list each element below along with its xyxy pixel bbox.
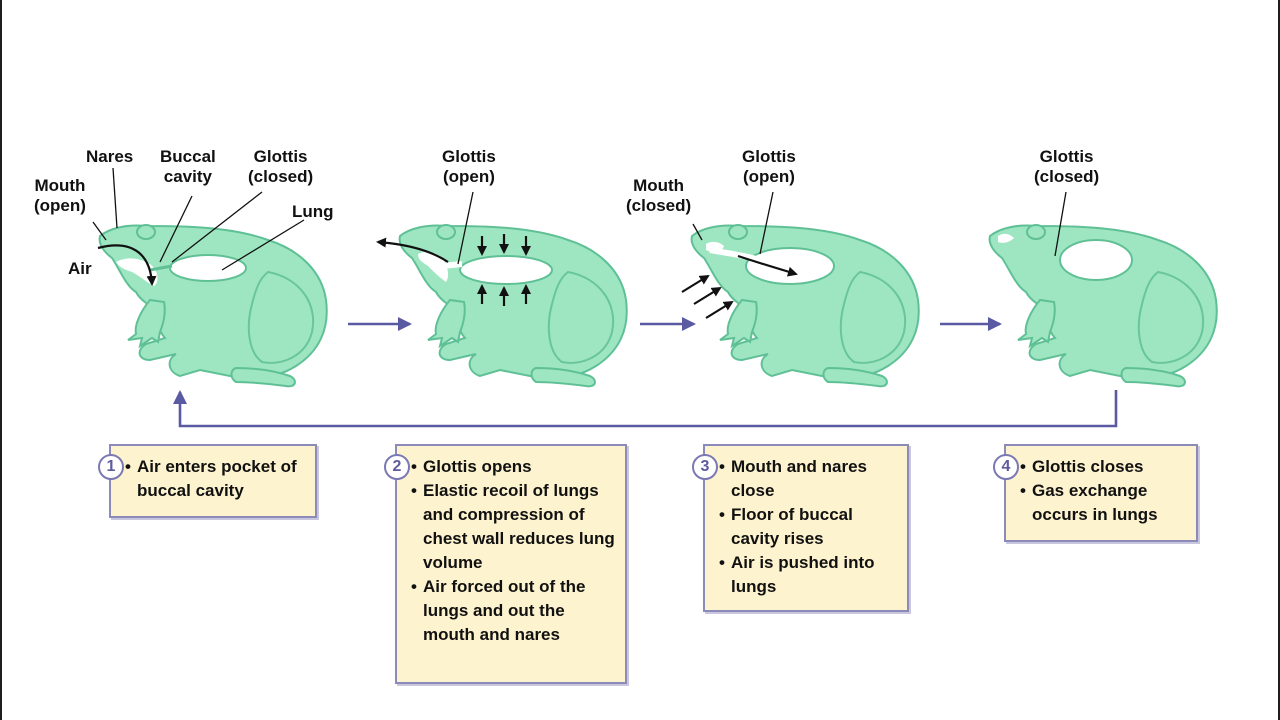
- step-box-1: 1 Air enters pocket of buccal cavity: [98, 444, 317, 518]
- label-mouth-open: Mouth (open): [34, 176, 86, 216]
- step-3-bullet-2: Floor of buccal cavity rises: [719, 503, 897, 551]
- label-glottis-4-line-2: (closed): [1034, 167, 1100, 186]
- step-number-4: 4: [993, 454, 1019, 480]
- step-box-2: 2 Glottis opens Elastic recoil of lungs …: [384, 444, 627, 684]
- label-mouth-3-line-1: Mouth: [633, 176, 685, 195]
- step-3-bullet-3: Air is pushed into lungs: [719, 551, 897, 599]
- label-lung: Lung: [292, 202, 334, 221]
- step-box-3: 3 Mouth and nares close Floor of buccal …: [692, 444, 909, 612]
- label-mouth-1-line-1: Mouth: [34, 176, 86, 195]
- label-mouth-closed: Mouth (closed): [626, 176, 691, 216]
- flow-arrows: [173, 317, 1118, 428]
- lung-3: [745, 247, 835, 285]
- label-glottis-2-line-1: Glottis: [442, 147, 496, 166]
- leader-lines: [92, 167, 1067, 271]
- frog-stage-3: [690, 224, 920, 388]
- label-glottis-open-3: Glottis (open): [742, 147, 796, 187]
- step-1-bullets: Air enters pocket of buccal cavity: [121, 455, 305, 503]
- step-3-bullet-1: Mouth and nares close: [719, 455, 897, 503]
- label-buccal-cavity: Buccal cavity: [160, 147, 216, 187]
- step-2-bullet-1: Glottis opens: [411, 455, 615, 479]
- step-2-bullet-2: Elastic recoil of lungs and compression …: [411, 479, 615, 575]
- label-glottis-4-line-1: Glottis: [1039, 147, 1094, 166]
- buccal-cavity-4: [998, 233, 1014, 243]
- label-mouth-3-line-2: (closed): [626, 196, 692, 215]
- label-nares: Nares: [86, 147, 134, 166]
- label-glottis-1-line-1: Glottis: [253, 147, 308, 166]
- label-glottis-2-line-2: (open): [442, 167, 495, 186]
- label-buccal-line-2: cavity: [163, 167, 212, 186]
- step-number-1: 1: [98, 454, 124, 480]
- label-glottis-open-2: Glottis (open): [442, 147, 496, 187]
- label-air: Air: [68, 259, 92, 278]
- air-arrows: [97, 234, 798, 319]
- right-frame-border: [1278, 0, 1280, 720]
- label-glottis-3-line-2: (open): [742, 167, 795, 186]
- label-buccal-line-1: Buccal: [160, 147, 216, 166]
- frog-stage-2: [398, 224, 628, 388]
- step-box-4: 4 Glottis closes Gas exchange occurs in …: [993, 444, 1198, 542]
- lung-1: [169, 254, 247, 282]
- label-mouth-1-line-2: (open): [34, 196, 86, 215]
- step-4-bullet-2: Gas exchange occurs in lungs: [1020, 479, 1186, 527]
- step-4-bullet-1: Glottis closes: [1020, 455, 1186, 479]
- step-3-bullets: Mouth and nares close Floor of buccal ca…: [715, 455, 897, 599]
- step-number-2: 2: [384, 454, 410, 480]
- step-number-3: 3: [692, 454, 718, 480]
- step-4-bullets: Glottis closes Gas exchange occurs in lu…: [1016, 455, 1186, 527]
- lung-2: [459, 255, 553, 285]
- frog-stage-4: [988, 224, 1218, 388]
- label-glottis-1-line-2: (closed): [248, 167, 314, 186]
- label-glottis-3-line-1: Glottis: [742, 147, 796, 166]
- left-frame-border: [0, 0, 2, 720]
- step-1-bullet-1: Air enters pocket of buccal cavity: [125, 455, 305, 503]
- buccal-cavity-2: [418, 251, 449, 282]
- lung-4: [1059, 239, 1133, 281]
- step-2-bullet-3: Air forced out of the lungs and out the …: [411, 575, 615, 647]
- label-glottis-closed-1: Glottis (closed): [248, 147, 313, 187]
- return-arrow-4-1: [173, 390, 1118, 428]
- label-glottis-closed-4: Glottis (closed): [1034, 147, 1099, 187]
- step-2-bullets: Glottis opens Elastic recoil of lungs an…: [407, 455, 615, 647]
